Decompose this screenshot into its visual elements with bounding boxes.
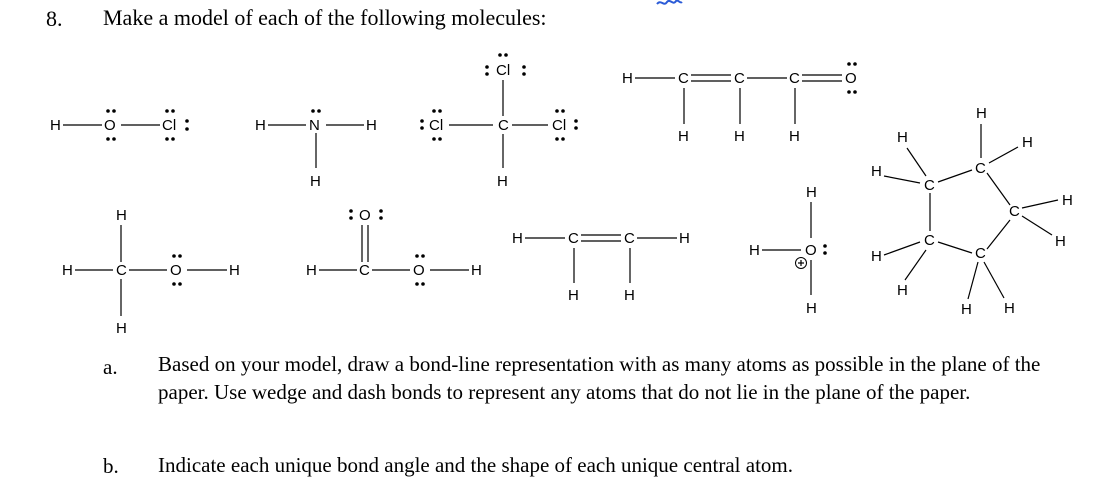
atom-label: H bbox=[678, 128, 689, 145]
item-letter-b: b. bbox=[103, 454, 119, 478]
atom-label: H bbox=[255, 117, 266, 134]
molecule-chcl3: Cl Cl C Cl H bbox=[420, 53, 578, 190]
atom-label: C bbox=[624, 230, 635, 247]
atom-label: H bbox=[871, 248, 882, 265]
atom-label: H bbox=[897, 129, 908, 146]
atom-label: O bbox=[170, 262, 182, 279]
atom-label: Cl bbox=[552, 117, 566, 134]
atom-label: H bbox=[806, 300, 817, 317]
molecule-cyclopentane: C C C C C H H H H H H H H H H bbox=[871, 105, 1073, 318]
atom-label: H bbox=[310, 173, 321, 190]
item-letter-a: a. bbox=[103, 355, 118, 379]
atom-label: H bbox=[749, 242, 760, 259]
atom-label: Cl bbox=[429, 117, 443, 134]
atom-label: H bbox=[871, 163, 882, 180]
atom-label: H bbox=[976, 105, 987, 122]
atom-label: C bbox=[359, 262, 370, 279]
atom-label: H bbox=[1055, 233, 1066, 250]
atom-label: C bbox=[1009, 203, 1020, 220]
atom-label: O bbox=[104, 117, 116, 134]
atom-label: H bbox=[306, 262, 317, 279]
atom-label: C bbox=[789, 70, 800, 87]
atom-label: H bbox=[806, 184, 817, 201]
molecule-hocl: H O Cl bbox=[50, 109, 189, 141]
molecule-methanol: H H C O H H bbox=[62, 207, 240, 337]
molecule-nh3: H N H H bbox=[255, 109, 377, 190]
atom-label: H bbox=[366, 117, 377, 134]
atom-label: H bbox=[1004, 300, 1015, 317]
atom-label: H bbox=[961, 301, 972, 318]
atom-label: H bbox=[116, 320, 127, 337]
atom-label: H bbox=[512, 230, 523, 247]
atom-label: H bbox=[116, 207, 127, 224]
atom-label: C bbox=[975, 245, 986, 262]
handwritten-mark bbox=[656, 0, 683, 5]
atom-label: N bbox=[309, 117, 320, 134]
atom-label: H bbox=[50, 117, 61, 134]
atom-label: H bbox=[229, 262, 240, 279]
atom-label: O bbox=[805, 242, 817, 259]
atom-label: C bbox=[568, 230, 579, 247]
atom-label: H bbox=[789, 128, 800, 145]
atom-label: H bbox=[568, 287, 579, 304]
molecule-hydronium: H H O H bbox=[749, 184, 827, 317]
atom-label: H bbox=[1022, 134, 1033, 151]
atom-label: C bbox=[975, 160, 986, 177]
atom-label: O bbox=[359, 207, 371, 224]
molecule-ethene: H C C H H H bbox=[512, 230, 690, 304]
atom-label: H bbox=[471, 262, 482, 279]
atom-label: C bbox=[924, 232, 935, 249]
atom-label: C bbox=[498, 117, 509, 134]
molecule-formic-acid: O H C O H bbox=[306, 207, 482, 286]
atom-label: Cl bbox=[496, 62, 510, 79]
atom-label: O bbox=[413, 262, 425, 279]
question-number: 8. bbox=[46, 6, 63, 31]
question-prompt: Make a model of each of the following mo… bbox=[103, 5, 547, 30]
item-text-a: Based on your model, draw a bond-line re… bbox=[158, 352, 1041, 404]
molecule-acrolein: H C C C O H H H bbox=[622, 62, 857, 145]
atom-label: C bbox=[924, 177, 935, 194]
atom-label: H bbox=[497, 173, 508, 190]
atom-label: H bbox=[734, 128, 745, 145]
atom-label: H bbox=[62, 262, 73, 279]
atom-label: Cl bbox=[162, 117, 176, 134]
atom-label: C bbox=[678, 70, 689, 87]
atom-label: H bbox=[1062, 192, 1073, 209]
atom-label: H bbox=[624, 287, 635, 304]
atom-label: C bbox=[116, 262, 127, 279]
atom-label: H bbox=[679, 230, 690, 247]
atom-label: O bbox=[845, 70, 857, 87]
item-text-b: Indicate each unique bond angle and the … bbox=[158, 453, 793, 477]
atom-label: H bbox=[622, 70, 633, 87]
atom-label: C bbox=[734, 70, 745, 87]
atom-label: H bbox=[897, 282, 908, 299]
